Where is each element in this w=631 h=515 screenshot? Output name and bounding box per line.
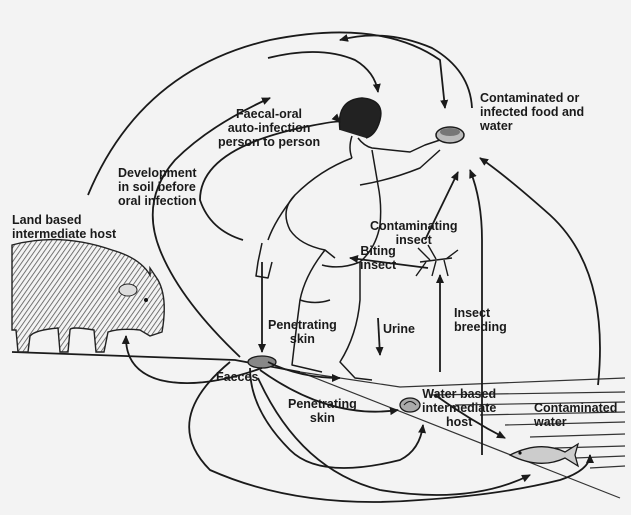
label-line: Contaminating (370, 219, 458, 233)
label-line: Development (118, 166, 197, 180)
label-line: Land based (12, 213, 116, 227)
label-line: auto-infection (218, 121, 320, 135)
label-faeces: Faeces (216, 370, 258, 384)
label-contaminated-food: Contaminated or infected food and water (480, 91, 584, 133)
label-faecal-oral: Faecal-oral auto-infection person to per… (218, 107, 320, 149)
label-line: insect (360, 258, 396, 272)
snail-icon (400, 398, 420, 412)
label-line: Contaminated or (480, 91, 584, 105)
label-line: Biting (360, 244, 396, 258)
label-contaminated-water: Contaminated water (534, 401, 617, 429)
label-insect-breeding: Insect breeding (454, 306, 507, 334)
label-line: Penetrating (268, 318, 337, 332)
label-line: breeding (454, 320, 507, 334)
label-penetrating-skin-top: Penetrating skin (268, 318, 337, 346)
label-development-soil: Development in soil before oral infectio… (118, 166, 197, 208)
label-line: person to person (218, 135, 320, 149)
label-biting-insect: Biting insect (360, 244, 396, 272)
label-line: water (534, 415, 617, 429)
label-line: Penetrating (288, 397, 357, 411)
label-line: oral infection (118, 194, 197, 208)
faeces-icon (248, 356, 276, 368)
label-penetrating-skin-bottom: Penetrating skin (288, 397, 357, 425)
food-bowl-icon (436, 127, 464, 143)
mosquito-icon (416, 245, 458, 276)
label-land-host: Land based intermediate host (12, 213, 116, 241)
label-line: Water based (422, 387, 496, 401)
label-contaminating-insect: Contaminating insect (370, 219, 458, 247)
label-line: water (480, 119, 584, 133)
label-line: intermediate host (12, 227, 116, 241)
label-line: infected food and (480, 105, 584, 119)
label-line: skin (268, 332, 337, 346)
label-line: Contaminated (534, 401, 617, 415)
label-water-host: Water based intermediate host (422, 387, 496, 429)
label-urine: Urine (383, 322, 415, 336)
label-line: Insect (454, 306, 507, 320)
label-line: Faecal-oral (218, 107, 320, 121)
label-line: in soil before (118, 180, 197, 194)
label-line: host (422, 415, 496, 429)
pig-icon (12, 240, 164, 352)
label-line: skin (288, 411, 357, 425)
label-line: intermediate (422, 401, 496, 415)
